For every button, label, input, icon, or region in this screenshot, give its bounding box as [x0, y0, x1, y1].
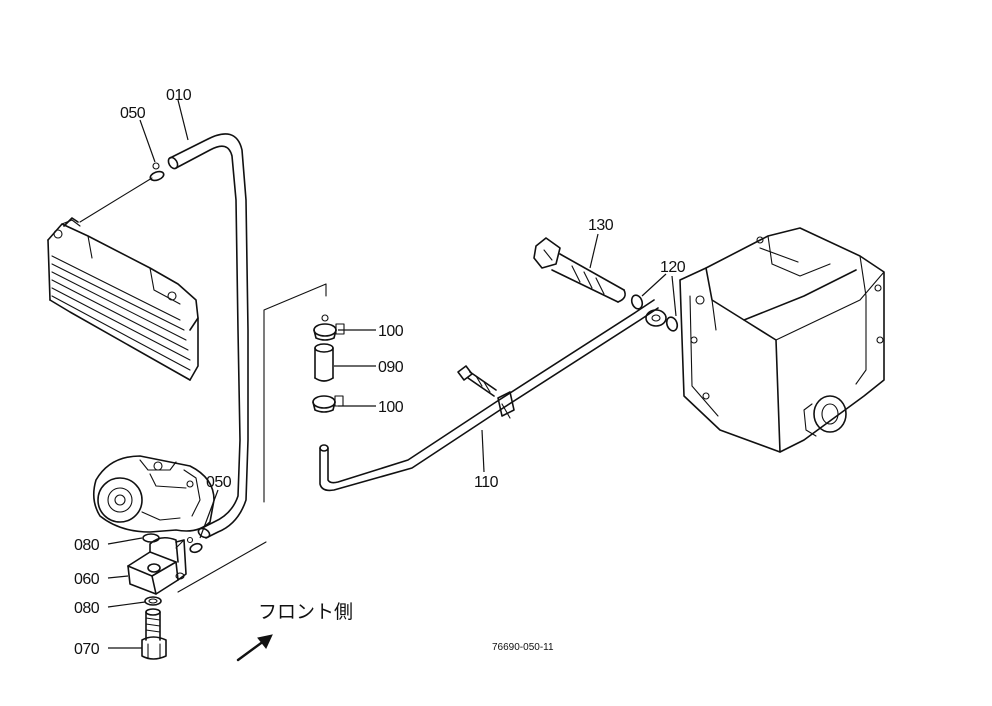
label-100-top: 100 — [378, 323, 404, 340]
pipe-110 — [319, 299, 667, 492]
front-arrow-icon — [236, 634, 273, 662]
bolt-070 — [141, 608, 167, 660]
banjo-bolt-130 — [533, 237, 626, 303]
label-090: 090 — [378, 359, 404, 376]
oil-cooler — [47, 217, 199, 381]
clamp-100-bottom — [312, 395, 344, 413]
label-110: 110 — [474, 474, 499, 491]
label-060: 060 — [74, 571, 100, 588]
label-100-bottom: 100 — [378, 399, 404, 416]
label-050-bottom: 050 — [206, 474, 232, 491]
washer-080-top — [142, 533, 160, 543]
leader-lines — [107, 99, 677, 649]
guide-lines — [175, 283, 327, 593]
hose-010 — [79, 133, 249, 539]
label-130: 130 — [588, 217, 614, 234]
pipe-adapter-060 — [127, 536, 187, 595]
label-070: 070 — [74, 641, 100, 658]
washer-120-b — [665, 316, 679, 332]
label-080-top: 080 — [74, 537, 100, 554]
hose-090 — [314, 343, 334, 382]
clamp-050-bottom — [186, 536, 203, 554]
drawing-code: 76690-050-11 — [492, 642, 554, 653]
label-080-bottom: 080 — [74, 600, 100, 617]
label-120: 120 — [660, 259, 686, 276]
washer-080-bottom — [144, 596, 162, 606]
washer-120-a — [630, 294, 644, 310]
label-050-top: 050 — [120, 105, 146, 122]
label-010: 010 — [166, 87, 192, 104]
front-side-label: フロント側 — [258, 601, 353, 623]
clamp-050-top — [149, 162, 165, 182]
hydraulic-pump — [92, 455, 215, 533]
clamp-100-top — [313, 314, 345, 341]
bracket-bolt — [457, 365, 497, 397]
transmission-case — [679, 227, 885, 453]
